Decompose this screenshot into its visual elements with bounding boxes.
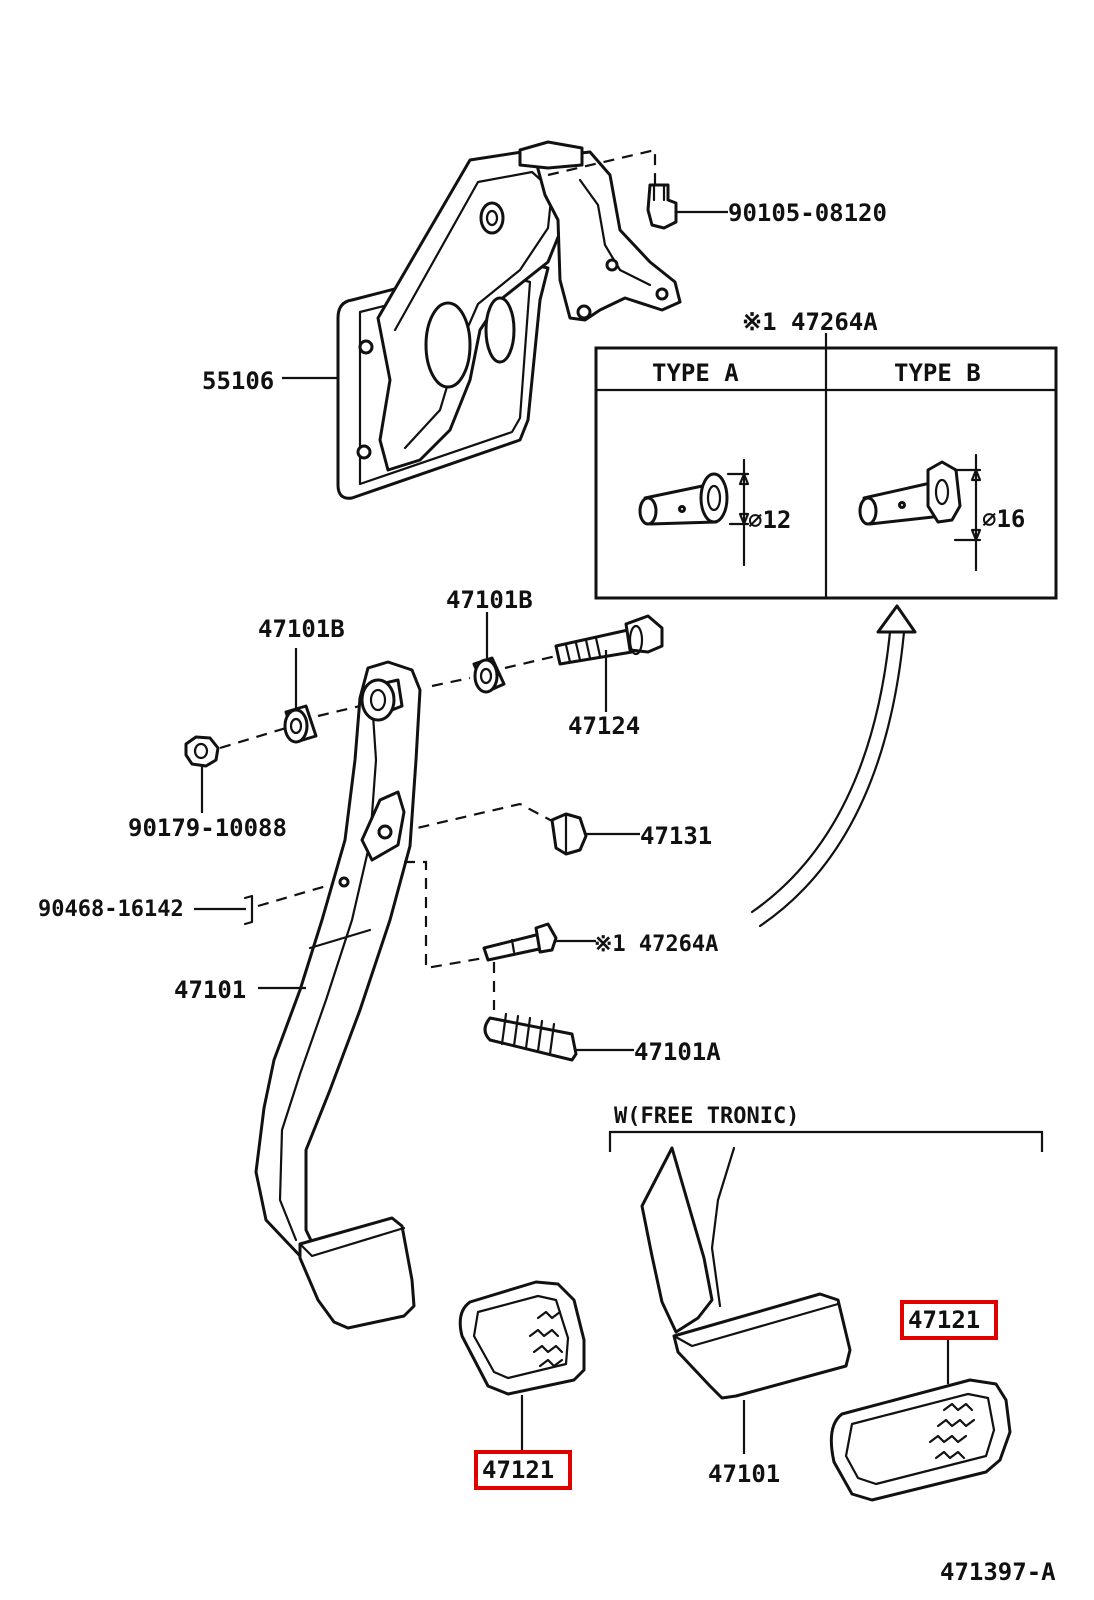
brake-pedal-lever-variant — [640, 1146, 852, 1400]
label-inset-title: ※1 47264A — [742, 308, 878, 336]
label-nut: 90179-10088 — [128, 814, 287, 842]
return-spring-47101A — [483, 1012, 578, 1062]
label-type-b: TYPE B — [894, 359, 981, 387]
clip-90468-16142 — [243, 894, 254, 926]
label-spring: 47101A — [634, 1038, 721, 1066]
highlight-pad-left — [474, 1450, 572, 1490]
label-pedal: 47101 — [174, 976, 246, 1004]
label-variant: W(FREE TRONIC) — [614, 1104, 799, 1129]
label-clip: 90468-16142 — [38, 897, 184, 922]
pin-47264A — [482, 922, 558, 962]
label-pad-left: 47121 — [482, 1456, 554, 1484]
pedal-support-bracket — [336, 140, 682, 500]
bushing-right-47101B — [472, 656, 506, 694]
label-pivot-bolt: 47124 — [568, 712, 640, 740]
label-dia-b: ⌀16 — [982, 505, 1025, 533]
bolt-90105-08120 — [547, 148, 728, 230]
label-bushing-left: 47101B — [258, 615, 345, 643]
label-bushing-right: 47101B — [446, 586, 533, 614]
label-type-a: TYPE A — [652, 359, 739, 387]
label-pedal-variant: 47101 — [708, 1460, 780, 1488]
pin-type-b — [858, 453, 982, 572]
reference-arrow — [750, 604, 917, 928]
bushing-left-47101B — [283, 704, 318, 744]
label-pin-ref: ※1 47264A — [594, 932, 718, 957]
drawing-number: 471397-A — [940, 1558, 1056, 1586]
label-clevis-pin: 47131 — [640, 822, 712, 850]
highlight-pad-right — [900, 1300, 998, 1340]
label-pad-right: 47121 — [908, 1306, 980, 1334]
pedal-pad-right — [829, 1378, 1012, 1502]
pedal-pad-left — [458, 1280, 586, 1396]
pin-type-inset — [594, 333, 1058, 600]
label-bolt-top: 90105-08120 — [728, 199, 887, 227]
label-dia-a: ⌀12 — [748, 506, 791, 534]
pin-type-a — [638, 458, 750, 567]
pivot-bolt-47124 — [554, 614, 664, 666]
brake-pedal-lever — [254, 660, 422, 1330]
clevis-pin-47131 — [550, 812, 588, 856]
nut-90179-10088 — [184, 735, 220, 768]
label-support: 55106 — [202, 367, 274, 395]
